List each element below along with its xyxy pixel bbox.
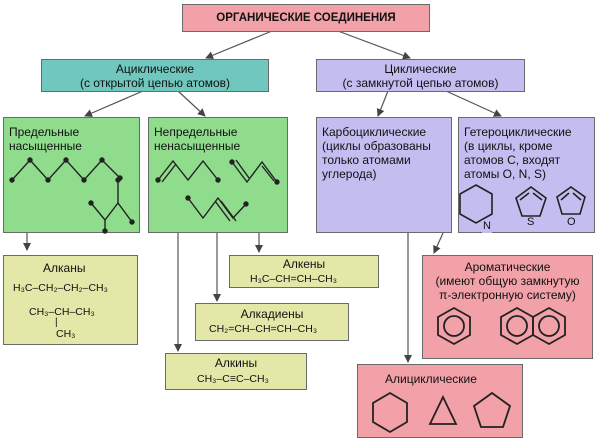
page-title: ОРГАНИЧЕСКИЕ СОЕДИНЕНИЯ <box>216 12 396 24</box>
alkyne-chain-structure <box>185 195 249 222</box>
naphthalene-ring <box>500 306 566 346</box>
cyclopropane-ring <box>428 394 458 425</box>
alkenes-formula: H₃C–CH=CH–CH₃ <box>250 273 338 285</box>
cyclic-subtitle: (с замкнутой цепью атомов) <box>342 76 499 90</box>
alkadienes-box: Алкадиены CH₂=CH–CH=CH–CH₃ <box>195 303 349 341</box>
thiophene-ring <box>515 186 547 217</box>
piperidine-ring <box>459 184 493 224</box>
carbocyclic-label-3: только атомами <box>322 153 411 167</box>
alkene-chain-structure <box>155 159 221 183</box>
alkadienes-title: Алкадиены <box>240 307 304 321</box>
alkenes-title: Алкены <box>282 257 326 271</box>
cyclopentane-ring <box>472 391 512 428</box>
cyclic-box: Циклические (с замкнутой цепью атомов) <box>316 59 525 92</box>
carbocyclic-box: Карбоциклические (циклы образованы тольк… <box>316 117 452 233</box>
furan-ring <box>556 186 586 215</box>
carbocyclic-label-2: (циклы образованы <box>322 139 431 153</box>
alkenes-box: Алкены H₃C–CH=CH–CH₃ <box>229 255 379 288</box>
cyclic-title: Циклические <box>384 62 457 76</box>
carbocyclic-label-1: Карбоциклические <box>322 125 427 139</box>
saturated-chain-structure <box>9 157 123 183</box>
oxygen-atom-label: O <box>567 216 576 228</box>
alkanes-formula-branch: CH₃ <box>56 328 76 340</box>
alkanes-formula-linear: H₃C–CH₂–CH₂–CH₃ <box>13 282 108 294</box>
alkynes-formula: CH₃–C≡C–CH₃ <box>197 373 269 385</box>
title-box: ОРГАНИЧЕСКИЕ СОЕДИНЕНИЯ <box>182 4 430 32</box>
nitrogen-atom-label: N <box>482 220 492 233</box>
acyclic-subtitle: (с открытой цепью атомов) <box>79 76 231 90</box>
sulfur-atom-label: S <box>527 216 535 228</box>
alkynes-title: Алкины <box>214 356 258 370</box>
alkadienes-formula: CH₂=CH–CH=CH–CH₃ <box>209 323 318 335</box>
alkanes-box: Алканы H₃C–CH₂–CH₂–CH₃ CH₃–CH–CH₃ | CH₃ <box>3 255 138 345</box>
alkanes-formula-branched: CH₃–CH–CH₃ <box>29 306 95 318</box>
acyclic-title: Ациклические <box>115 62 195 76</box>
connector-arrows <box>23 30 502 363</box>
benzene-ring <box>437 306 471 346</box>
alkanes-branch-bond: | <box>55 317 58 328</box>
alkynes-box: Алкины CH₃–C≡C–CH₃ <box>165 353 307 390</box>
alkanes-title: Алканы <box>43 261 86 275</box>
cyclohexane-ring <box>372 391 408 434</box>
acyclic-box: Ациклические (с открытой цепью атомов) <box>41 59 269 92</box>
carbocyclic-label-4: углерода) <box>322 167 377 181</box>
diene-chain-structure <box>229 159 280 185</box>
branched-chain-structure <box>88 177 135 234</box>
